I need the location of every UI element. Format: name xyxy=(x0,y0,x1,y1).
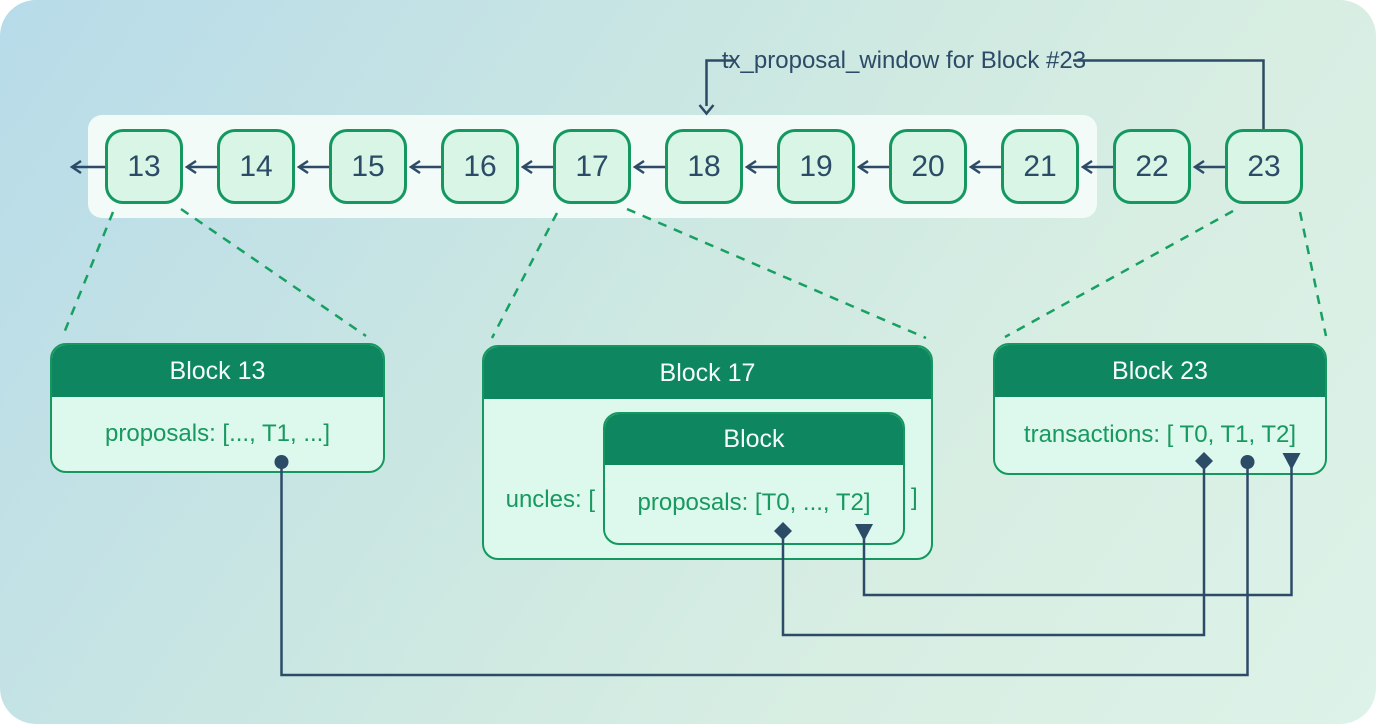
chain-block-14: 14 xyxy=(217,129,295,204)
block-13-proposals-text: proposals: [..., T1, ...] xyxy=(105,420,330,447)
dashed-line-block17-left xyxy=(490,212,559,339)
annotation-label: tx_proposal_window for Block #23 xyxy=(721,47,1087,74)
chain-block-21: 21 xyxy=(1001,129,1079,204)
chain-block-17: 17 xyxy=(553,129,631,204)
chain-block-23: 23 xyxy=(1225,129,1303,204)
uncle-block-card-title: Block xyxy=(605,414,903,465)
chain-block-19: 19 xyxy=(777,129,855,204)
block-13-card: Block 13 proposals: [..., T1, ...] xyxy=(50,343,385,473)
dashed-line-block17-right xyxy=(626,207,927,340)
block-17-card-title: Block 17 xyxy=(484,347,931,399)
left-arrow-icon xyxy=(1192,159,1225,175)
block-23-transactions-text: transactions: [ T0, T1, T2] xyxy=(1023,421,1297,448)
block-23-card-title: Block 23 xyxy=(995,345,1325,397)
arrow-down-icon xyxy=(698,104,715,116)
dashed-line-block23-right xyxy=(1298,211,1328,337)
annotation-right-connector xyxy=(1073,59,1265,129)
chain-block-18: 18 xyxy=(665,129,743,204)
uncle-block-proposals-text: proposals: [T0, ..., T2] xyxy=(637,489,871,516)
uncle-block-card: Block proposals: [T0, ..., T2] xyxy=(603,412,905,545)
chain-block-15: 15 xyxy=(329,129,407,204)
uncles-prefix-text: uncles: [ xyxy=(505,486,595,513)
dashed-line-block23-left xyxy=(1004,209,1234,339)
chain-block-20: 20 xyxy=(889,129,967,204)
dashed-line-block13-right xyxy=(180,207,367,338)
chain-block-22: 22 xyxy=(1113,129,1191,204)
chain-block-13: 13 xyxy=(105,129,183,204)
block-23-card: Block 23 transactions: [ T0, T1, T2] xyxy=(993,343,1327,475)
chain-block-16: 16 xyxy=(441,129,519,204)
dashed-line-block13-left xyxy=(60,211,115,339)
uncles-suffix-text: ] xyxy=(911,484,918,511)
block-13-card-title: Block 13 xyxy=(52,345,383,397)
